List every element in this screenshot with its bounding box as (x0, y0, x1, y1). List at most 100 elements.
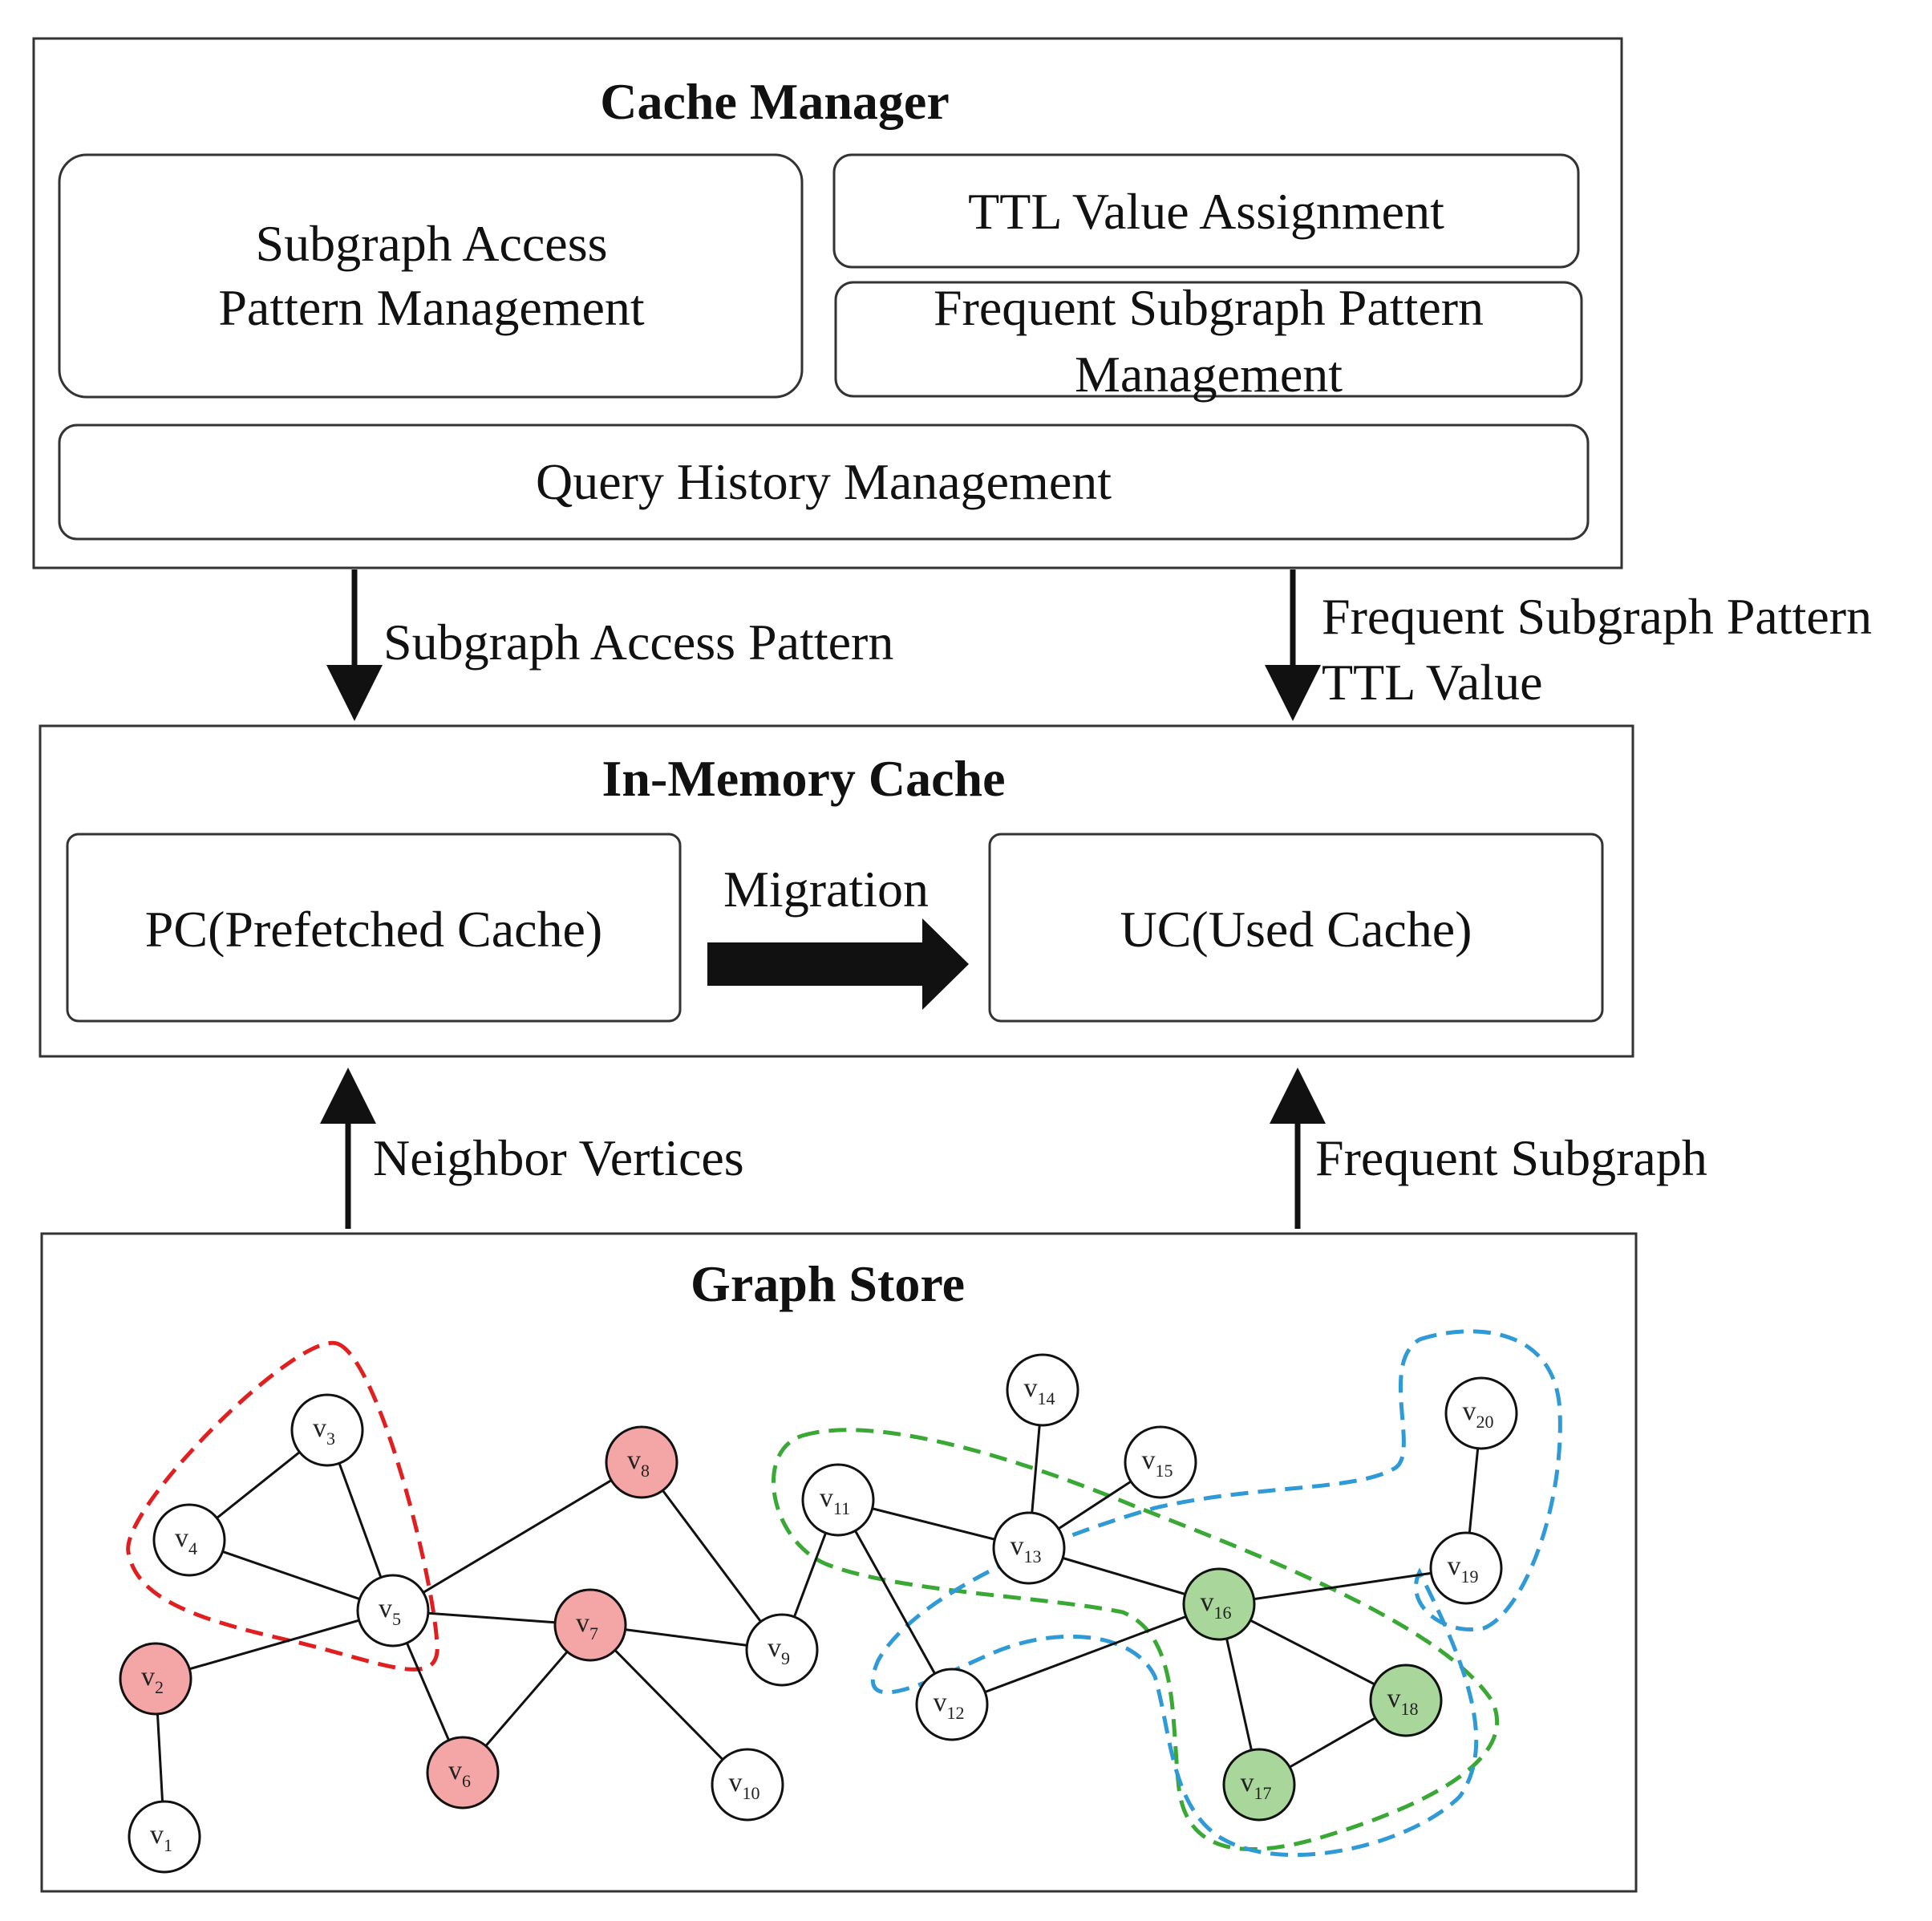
edge-v16-v19 (1218, 1566, 1467, 1606)
frequent-pattern-label-line2: Management (1075, 346, 1343, 403)
edge-v11-v12 (836, 1499, 954, 1705)
vertex-circle-v11 (801, 1463, 875, 1537)
vertex-circle-v19 (1429, 1531, 1503, 1605)
ttl-value-assignment-label: TTL Value Assignment (968, 183, 1444, 240)
vertex-circle-v17 (1222, 1748, 1296, 1822)
in-memory-cache-title: In-Memory Cache (602, 750, 1006, 807)
vertex-v7: v7 (553, 1588, 627, 1662)
vertex-label-v17: v17 (1241, 1768, 1272, 1803)
vertex-v9: v9 (745, 1613, 819, 1687)
migration-arrow (707, 918, 969, 1010)
subgraph-access-pattern-label: Subgraph Access Pattern (383, 614, 893, 671)
vertex-circle-v9 (745, 1613, 819, 1687)
graph-store-title: Graph Store (691, 1255, 965, 1312)
used-cache-label: UC(Used Cache) (1120, 901, 1472, 958)
vertex-circle-v5 (356, 1574, 430, 1647)
ttl-value-assignment-box: TTL Value Assignment (832, 153, 1580, 269)
vertex-circle-v3 (290, 1393, 364, 1467)
graph-vertices: v1v2v3v4v5v6v7v8v9v10v11v12v13v14v15v16v… (119, 1353, 1518, 1874)
vertex-circle-v15 (1124, 1425, 1197, 1499)
vertex-circle-v6 (426, 1736, 500, 1810)
vertex-label-v10: v10 (729, 1768, 760, 1803)
vertex-v5: v5 (356, 1574, 430, 1647)
cache-manager-panel: Cache Manager Subgraph Access Pattern Ma… (32, 37, 1623, 569)
used-cache-box: UC(Used Cache) (988, 833, 1604, 1023)
vertex-label-v12: v12 (934, 1688, 965, 1723)
vertex-v1: v1 (128, 1800, 201, 1874)
vertex-label-v14: v14 (1024, 1373, 1055, 1408)
blue-access-pattern-region (870, 1329, 1562, 1858)
frequent-subgraph-flow: Frequent Subgraph (1270, 1068, 1707, 1229)
vertex-label-v5: v5 (379, 1594, 401, 1629)
vertex-v18: v18 (1369, 1664, 1443, 1737)
vertex-v15: v15 (1124, 1425, 1197, 1499)
vertex-v19: v19 (1429, 1531, 1503, 1605)
vertex-circle-v20 (1444, 1376, 1518, 1450)
frequent-subgraph-pattern-label: Frequent Subgraph Pattern (1322, 588, 1872, 645)
migration-label: Migration (723, 861, 929, 918)
vertex-label-v8: v8 (627, 1445, 650, 1481)
neighbor-vertices-flow: Neighbor Vertices (320, 1068, 744, 1229)
vertex-v8: v8 (605, 1425, 678, 1499)
vertex-v13: v13 (992, 1511, 1066, 1585)
vertex-label-v18: v18 (1387, 1684, 1419, 1719)
migration-flow: Migration (707, 861, 969, 1010)
vertex-v10: v10 (711, 1748, 784, 1822)
vertex-v17: v17 (1222, 1748, 1296, 1822)
edge-v7-v10 (589, 1623, 749, 1786)
subgraph-access-pattern-management-box: Subgraph Access Pattern Management (58, 153, 804, 399)
vertex-label-v1: v1 (150, 1820, 172, 1855)
vertex-v20: v20 (1444, 1376, 1518, 1450)
subgraph-access-pattern-flow: Subgraph Access Pattern (326, 569, 893, 721)
vertex-v16: v16 (1182, 1567, 1256, 1641)
in-memory-cache-panel: In-Memory Cache PC(Prefetched Cache) Mig… (38, 724, 1634, 1058)
subgraph-access-label-line2: Pattern Management (218, 279, 645, 336)
vertex-circle-v18 (1369, 1664, 1443, 1737)
vertex-circle-v1 (128, 1800, 201, 1874)
prefetched-cache-label: PC(Prefetched Cache) (145, 901, 602, 958)
vertex-circle-v12 (915, 1668, 989, 1741)
edge-v12-v16 (951, 1603, 1220, 1706)
frequent-subgraph-pattern-management-box: Frequent Subgraph Pattern Management (834, 279, 1583, 403)
query-history-management-box: Query History Management (58, 424, 1590, 541)
prefetched-cache-box: PC(Prefetched Cache) (66, 833, 682, 1023)
vertex-v6: v6 (426, 1736, 500, 1810)
query-history-label: Query History Management (536, 453, 1112, 510)
vertex-label-v9: v9 (768, 1633, 790, 1668)
frequent-pattern-label-line1: Frequent Subgraph Pattern (934, 279, 1484, 336)
neighbor-vertices-label: Neighbor Vertices (373, 1129, 744, 1186)
vertex-circle-v14 (1006, 1353, 1079, 1427)
vertex-v3: v3 (290, 1393, 364, 1467)
vertex-label-v7: v7 (576, 1608, 598, 1643)
vertex-label-v2: v2 (141, 1662, 164, 1697)
cache-manager-title: Cache Manager (600, 73, 949, 130)
vertex-v12: v12 (915, 1668, 989, 1741)
vertex-label-v15: v15 (1142, 1445, 1173, 1481)
vertex-v14: v14 (1006, 1353, 1079, 1427)
green-frequent-subgraph-region (772, 1428, 1500, 1851)
frequent-subgraph-label: Frequent Subgraph (1315, 1129, 1707, 1186)
vertex-label-v3: v3 (313, 1413, 335, 1449)
edge-v2-v5 (155, 1609, 394, 1680)
vertex-circle-v10 (711, 1748, 784, 1822)
vertex-label-v19: v19 (1448, 1551, 1479, 1587)
subgraph-access-label-line1: Subgraph Access (255, 215, 607, 272)
vertex-v4: v4 (152, 1503, 226, 1577)
vertex-label-v20: v20 (1463, 1396, 1494, 1432)
vertex-circle-v13 (992, 1511, 1066, 1585)
ttl-value-label: TTL Value (1322, 654, 1542, 711)
graph-store-panel: Graph Store v1v2v3v4v5v6v7v8v9v10v11v12v… (40, 1232, 1638, 1893)
vertex-label-v13: v13 (1011, 1531, 1042, 1566)
edge-v5-v8 (392, 1461, 642, 1612)
vertex-label-v6: v6 (448, 1756, 471, 1791)
edge-v8-v9 (640, 1461, 784, 1651)
graph-store-frame (40, 1232, 1638, 1893)
vertex-v2: v2 (119, 1642, 192, 1716)
vertex-label-v4: v4 (175, 1523, 197, 1558)
vertex-circle-v2 (119, 1642, 192, 1716)
vertex-circle-v7 (553, 1588, 627, 1662)
frequent-pattern-ttl-flow: Frequent Subgraph Pattern TTL Value (1265, 569, 1872, 721)
vertex-label-v16: v16 (1201, 1587, 1232, 1623)
vertex-circle-v4 (152, 1503, 226, 1577)
